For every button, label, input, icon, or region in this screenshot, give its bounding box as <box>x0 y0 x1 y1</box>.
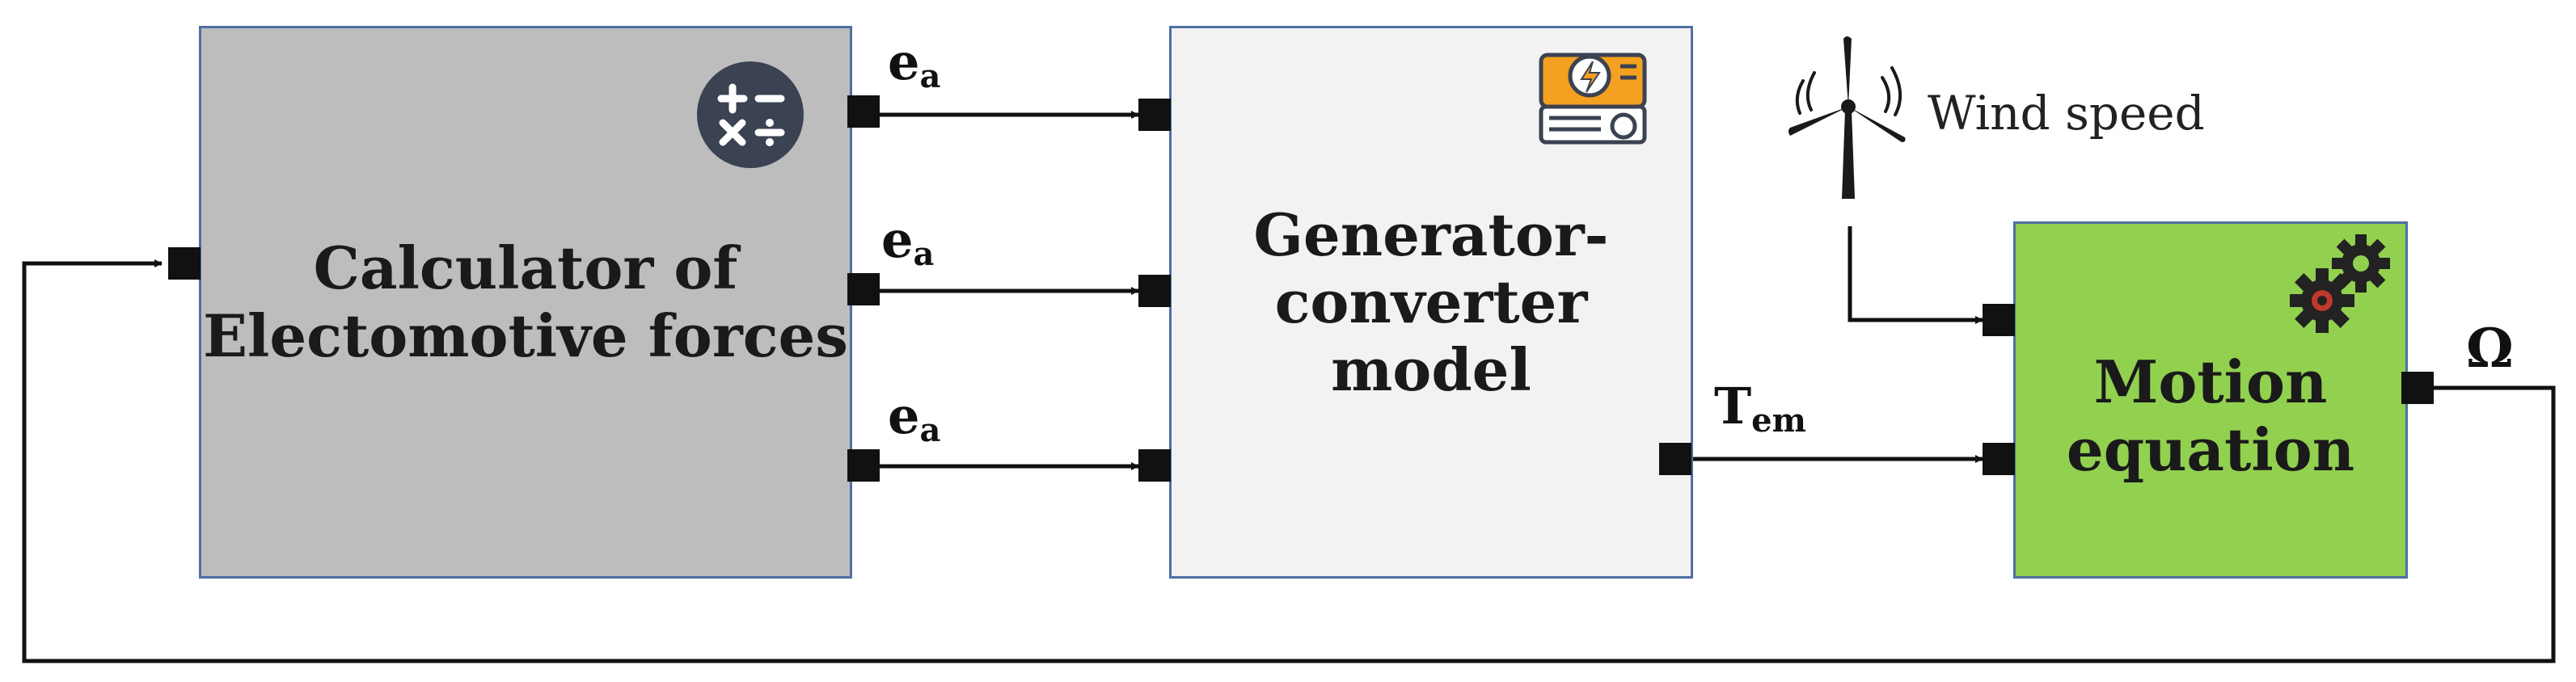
wind-speed-line <box>1848 226 1983 324</box>
motion-input-port-wind[interactable] <box>1983 304 2015 336</box>
omega-feedback-line <box>22 259 2556 663</box>
gears-icon <box>2290 234 2390 333</box>
generator-input-port-2[interactable] <box>1138 275 1171 307</box>
ea-label-3-base: e <box>888 386 920 445</box>
motion-input-port-tem[interactable] <box>1983 443 2015 475</box>
ea-label-2-sub: a <box>913 235 935 273</box>
generator-input-port-3[interactable] <box>1138 449 1171 482</box>
calculator-output-port-2[interactable] <box>847 273 880 305</box>
generator-input-port-1[interactable] <box>1138 99 1171 131</box>
motion-output-port[interactable] <box>2401 372 2434 404</box>
ea-label-1-base: e <box>888 32 920 91</box>
calculator-output-port-1[interactable] <box>847 95 880 128</box>
calculator-icon <box>697 61 804 168</box>
omega-label-text: Ω <box>2466 317 2514 380</box>
wind-speed-label: Wind speed <box>1928 86 2205 141</box>
wind-turbine-icon <box>1788 36 1906 199</box>
calculator-input-port[interactable] <box>168 247 201 280</box>
tem-label-base: T <box>1714 377 1752 436</box>
calculator-block[interactable]: Calculator of Electomotive forces <box>199 26 852 579</box>
tem-label-sub: em <box>1751 402 1806 440</box>
ea-label-2-base: e <box>881 210 914 269</box>
omega-label: Ω <box>2466 322 2514 375</box>
generator-title: Generator- converter model <box>1253 200 1609 404</box>
calculator-output-port-3[interactable] <box>847 449 880 482</box>
ea-label-1: ea <box>888 37 940 93</box>
ea-label-3: ea <box>888 391 940 447</box>
ea-label-1-sub: a <box>919 57 941 95</box>
tem-label: Tem <box>1714 381 1806 437</box>
ea-label-2: ea <box>881 215 934 271</box>
ea-label-3-sub: a <box>919 411 941 449</box>
calculator-title: Calculator of Electomotive forces <box>203 234 848 370</box>
generator-icon <box>1539 53 1647 145</box>
motion-title: Motion equation <box>2066 347 2355 484</box>
generator-output-port[interactable] <box>1659 443 1691 475</box>
